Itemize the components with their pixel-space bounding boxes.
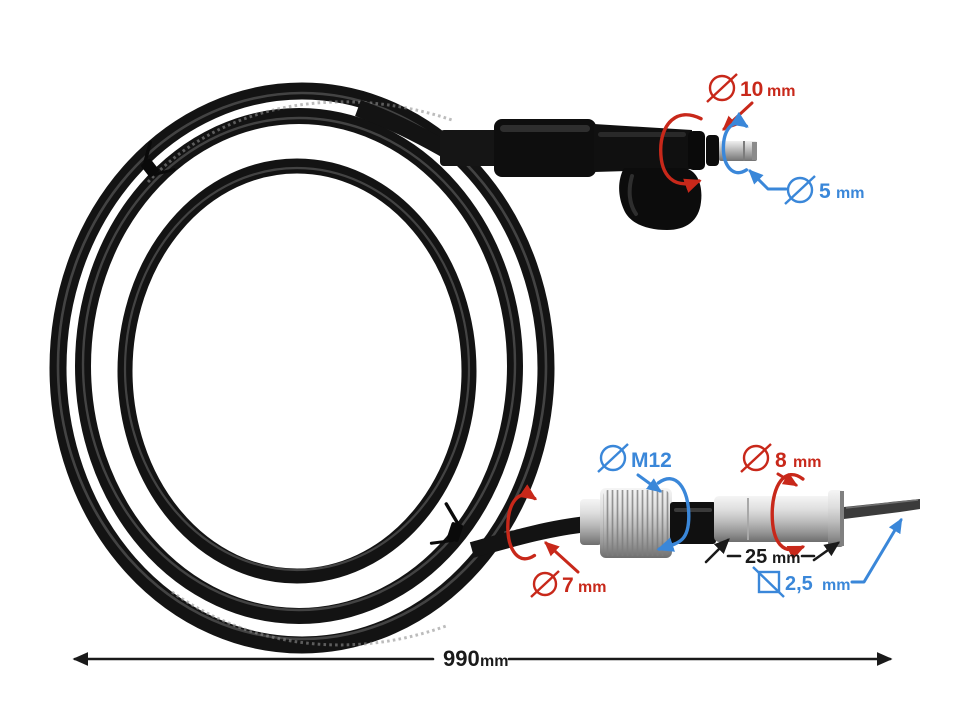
connector-body-highlight [598, 132, 686, 137]
nut-collar [580, 499, 602, 545]
cable-tail-lower [469, 516, 589, 558]
diameter-symbol-slash [740, 443, 772, 473]
square-symbol [757, 570, 781, 594]
dia5-unit: mm [836, 185, 864, 202]
annotation-dia-5mm: 5 mm [721, 111, 864, 205]
diameter-symbol-slash [706, 73, 738, 103]
leader-arrow [776, 472, 799, 487]
square-drive-rod-highlight [845, 499, 919, 509]
len25-value: 25 [745, 546, 767, 568]
square-drive-rod [844, 499, 920, 519]
diameter-symbol [786, 176, 814, 204]
coil-highlight [123, 166, 471, 572]
annotation-m12: M12 [597, 443, 691, 552]
dimension-line-990mm: 990 mm [72, 646, 893, 671]
drive-pin-tip [752, 142, 757, 160]
mount-clip-highlight [627, 174, 638, 216]
upper-connector [355, 100, 757, 230]
dia5-value: 5 [819, 180, 831, 203]
dimension-line-25mm: 25 mm [704, 538, 841, 568]
diameter-symbol [708, 74, 736, 102]
aluminum-sleeve-flange-edge [840, 491, 844, 546]
dia7-value: 7 [562, 574, 574, 597]
zip-tie [141, 140, 176, 178]
dia8-unit: mm [793, 454, 821, 471]
dia10-unit: mm [767, 83, 795, 100]
coil-highlight [56, 91, 548, 641]
connector-band-highlight [500, 125, 590, 132]
dimension-arrow-left [704, 538, 730, 564]
diameter-symbol-slash [784, 175, 816, 205]
dia7-unit: mm [578, 579, 606, 596]
connector-band [494, 119, 596, 177]
diameter-symbol-slash [597, 443, 629, 473]
annotation-dia-8mm: 8 mm [740, 443, 821, 560]
total-unit: mm [480, 653, 508, 670]
diameter-symbol [599, 444, 627, 472]
connector-joiner [440, 130, 498, 166]
leader-arrow [636, 473, 663, 493]
wrap-arrow [658, 113, 703, 193]
diameter-symbol [532, 571, 558, 597]
coil-highlight [81, 116, 517, 612]
leader-arrow [850, 517, 903, 584]
total-value: 990 [443, 646, 480, 671]
len25-unit: mm [772, 550, 800, 567]
connector-body [594, 124, 692, 172]
m12-value: M12 [631, 449, 672, 472]
diameter-symbol-slash [530, 570, 560, 598]
cable-coil [49, 82, 589, 654]
wrap-arrow [656, 477, 691, 552]
wrap-arrow [506, 484, 538, 561]
ribbed-cap-ring [706, 135, 719, 166]
dia8-value: 8 [775, 449, 787, 472]
dia10-value: 10 [740, 78, 763, 101]
zip-tie [429, 502, 463, 545]
connection-nut-knurl-texture [603, 490, 669, 556]
sq25-value: 2,5 [785, 573, 813, 595]
cable-between-section [670, 502, 716, 544]
wrap-arrow [721, 111, 749, 175]
sq25-unit: mm [822, 577, 850, 594]
dimension-arrow-right [812, 541, 841, 562]
leader-arrow [748, 169, 788, 191]
leader-arrow [722, 101, 754, 131]
annotation-sq-2-5mm: 2,5 mm [752, 517, 903, 598]
ribbed-cap-ring [688, 131, 705, 170]
drive-pin [719, 141, 757, 161]
annotation-dia-7mm: 7 mm [506, 484, 606, 598]
diameter-symbol [742, 444, 770, 472]
coil-loop-inner [117, 158, 477, 584]
leader-arrow [544, 541, 580, 574]
cable-between-highlight [674, 508, 712, 512]
square-symbol-slash [752, 566, 785, 598]
wrap-arrow [770, 472, 806, 560]
